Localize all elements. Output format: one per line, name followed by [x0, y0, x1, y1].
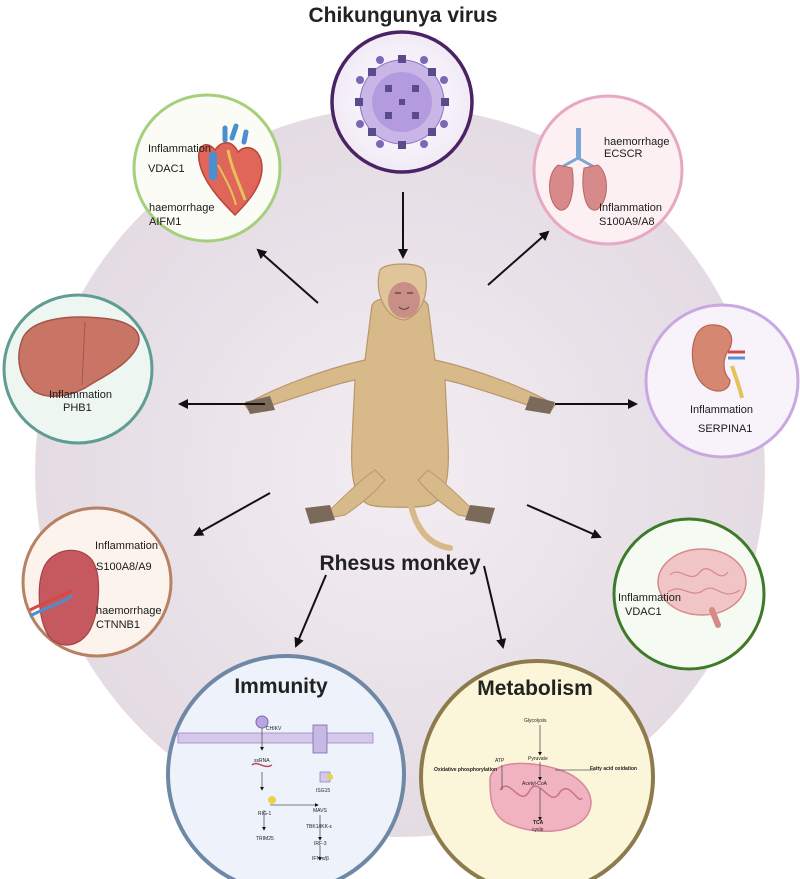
heart-label-3: haemorrhage [149, 202, 214, 214]
heart-icon [198, 123, 263, 217]
liver-label-1: Inflammation [49, 389, 112, 401]
metabolism-node [419, 659, 655, 879]
spleen-label-3: haemorrhage [96, 605, 161, 617]
arrow-to-spleen [193, 492, 271, 536]
lung-label-1: haemorrhage [604, 136, 669, 148]
immunity-ifn: IFN-α/β [312, 856, 329, 862]
lung-label-3: Inflammation [599, 202, 662, 214]
heart-label-1: Inflammation [148, 143, 211, 155]
center-label: Rhesus monkey [319, 552, 480, 575]
immunity-ssrna: ssRNA [254, 758, 270, 764]
lung-node [532, 94, 684, 246]
immunity-node [166, 654, 406, 879]
metabolism-fatty: Fatty acid oxidation [590, 766, 637, 772]
brain-label-2: VDAC1 [625, 606, 662, 618]
immunity-rig1: RIG-1 [258, 811, 272, 817]
immunity-isg15: ISG15 [316, 788, 330, 794]
metabolism-oxphos: Oxidative phosphorylation [434, 767, 497, 773]
metabolism-cycle: cycle [532, 827, 544, 833]
metabolism-acetyl: Acetyl-CoA [522, 781, 548, 787]
brain-icon [657, 548, 747, 628]
virus-icon [355, 55, 449, 149]
lung-label-4: S100A9/A8 [599, 216, 655, 228]
kidney-label-2: SERPINA1 [698, 423, 752, 435]
immunity-mavs: MAVS [313, 808, 327, 814]
arrow-to-brain [526, 504, 602, 539]
lungs-icon [549, 128, 607, 211]
immunity-chikv: CHIKV [266, 726, 282, 732]
title: Chikungunya virus [308, 4, 497, 27]
arrow-to-metabolism [483, 565, 507, 649]
kidney-node [644, 303, 800, 459]
spleen-label-1: Inflammation [95, 540, 158, 552]
immunity-trim25: TRIM25 [256, 836, 274, 842]
metabolism-atp: ATP [495, 758, 505, 764]
liver-icon [18, 316, 140, 398]
kidney-label-1: Inflammation [690, 404, 753, 416]
virus-node [330, 30, 474, 174]
immunity-tbk: TBK1/IKK-ε [306, 824, 333, 830]
metabolism-glycolysis: Glycolysis [524, 718, 547, 724]
immunity-title: Immunity [234, 675, 328, 698]
kidney-icon [691, 324, 745, 399]
brain-label-1: Inflammation [618, 592, 681, 604]
metabolism-title: Metabolism [477, 677, 593, 700]
arrows [178, 192, 638, 649]
metabolism-pyruvate: Pyruvate [528, 756, 548, 762]
brain-node [612, 517, 766, 671]
liver-node [2, 293, 154, 445]
spleen-node [21, 506, 173, 658]
spleen-label-4: CTNNB1 [96, 619, 140, 631]
metabolism-tca: TCA [533, 820, 544, 826]
heart-label-4: AIFM1 [149, 216, 181, 228]
spleen-icon [29, 549, 100, 646]
heart-node [132, 93, 282, 243]
immunity-irf3: IRF-3 [314, 841, 327, 847]
arrow-to-immunity [294, 574, 327, 648]
arrow-to-lung [487, 230, 550, 286]
heart-label-2: VDAC1 [148, 163, 185, 175]
arrow-to-heart [256, 248, 319, 304]
liver-label-2: PHB1 [63, 402, 92, 414]
spleen-label-2: S100A8/A9 [96, 561, 152, 573]
lung-label-2: ECSCR [604, 148, 643, 160]
